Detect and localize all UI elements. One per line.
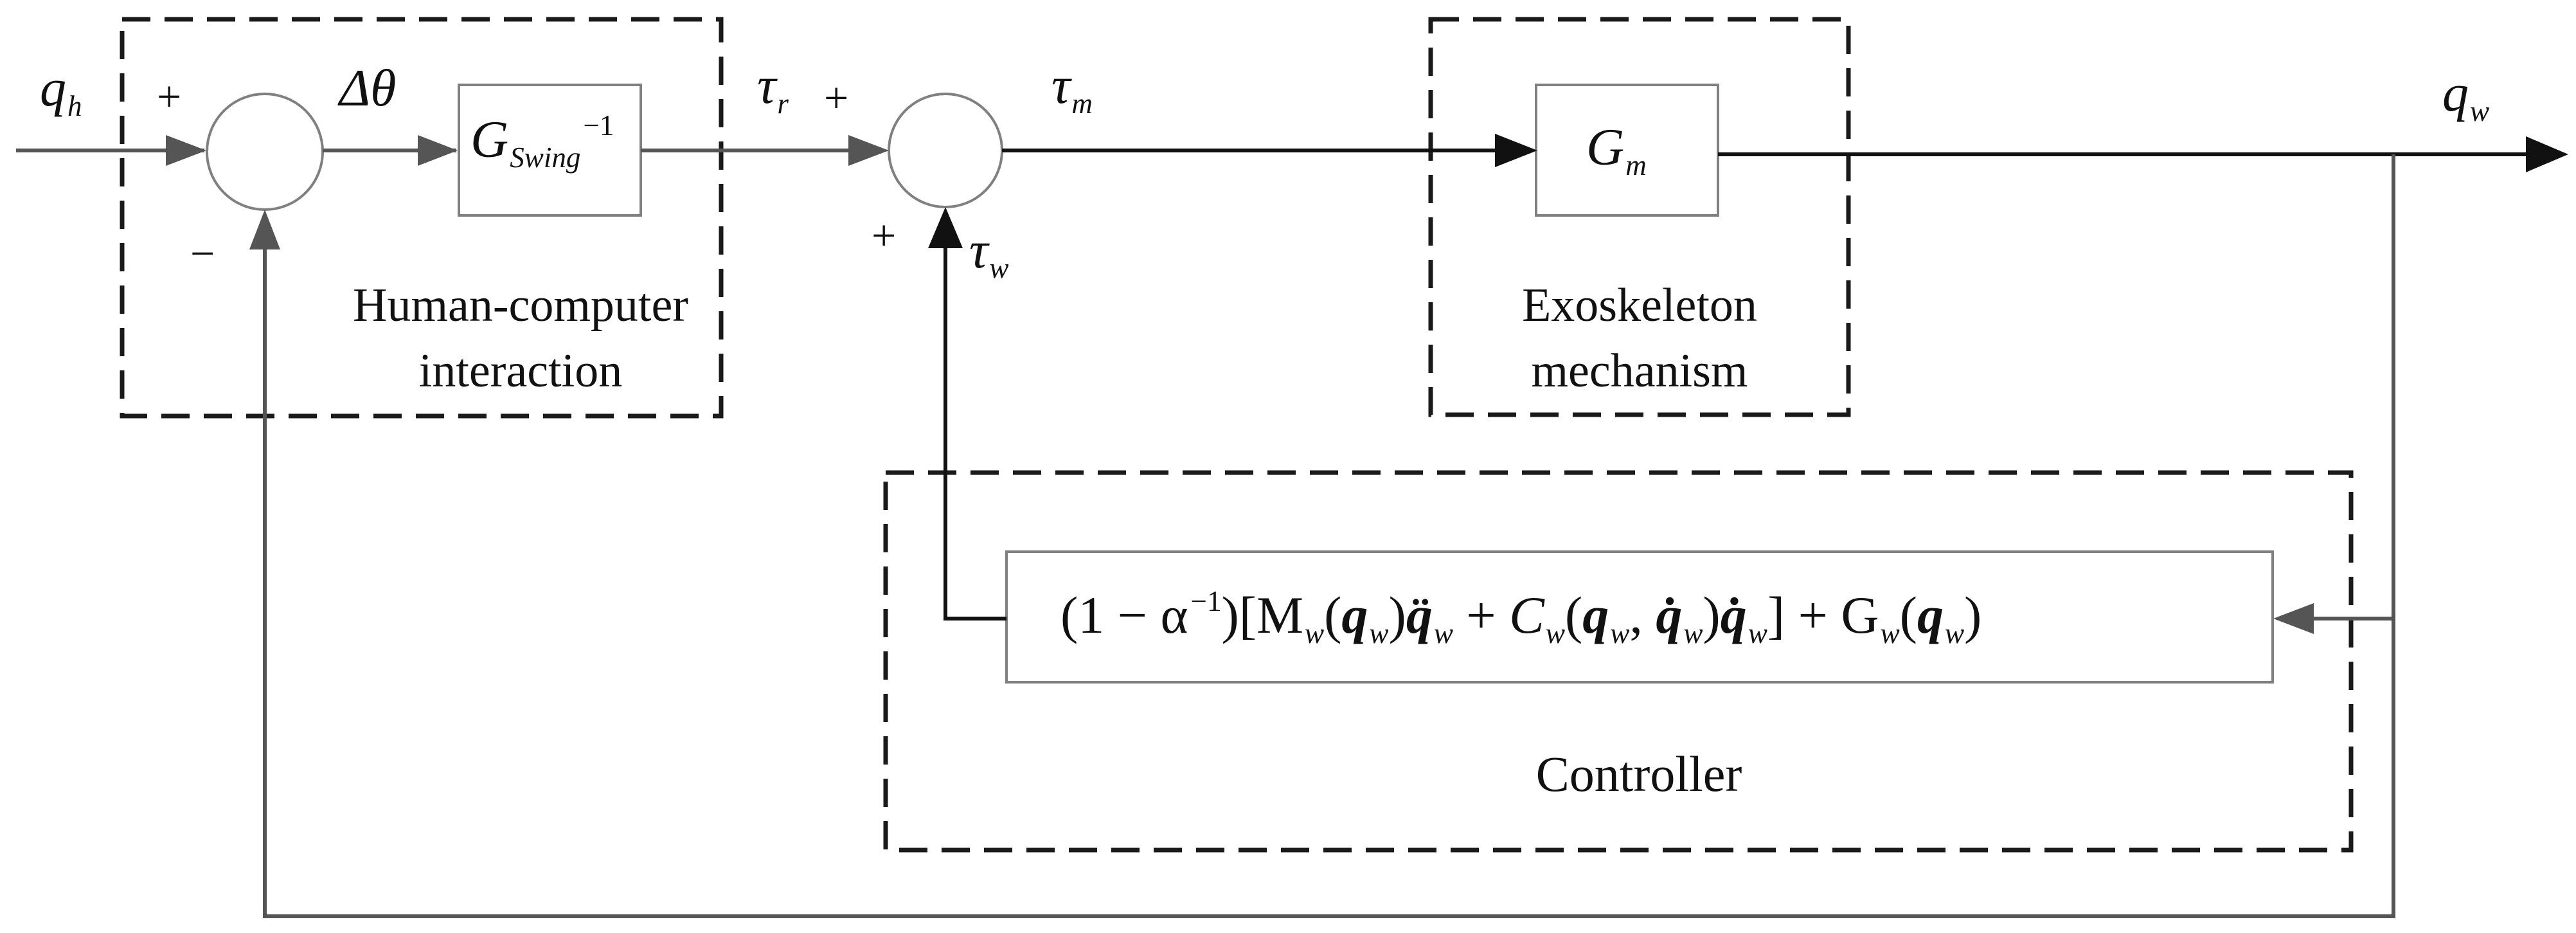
tau-m-arrowhead	[1495, 134, 1537, 167]
controller-group-box	[883, 470, 2354, 853]
outer-feedback-line	[263, 248, 2395, 918]
tau-r-arrowhead	[848, 135, 889, 166]
output-qw-arrowhead	[2526, 136, 2568, 172]
hci-group-box	[120, 17, 724, 419]
qw-to-controller-line	[2314, 154, 2395, 620]
g-m-block	[1535, 84, 1719, 217]
controller-input-arrowhead	[2273, 603, 2314, 634]
input-arrowhead	[166, 135, 206, 166]
tau-w-arrowhead	[928, 207, 963, 248]
summing-junction-2	[888, 93, 1003, 208]
g-swing-block	[458, 84, 642, 217]
summing-junction-1	[206, 93, 324, 211]
exoskeleton-group-box	[1428, 17, 1851, 417]
outer-feedback-arrowhead	[249, 210, 280, 249]
delta-theta-arrowhead	[418, 135, 458, 166]
controller-block	[1005, 550, 2274, 684]
tau-w-line	[944, 248, 1006, 620]
